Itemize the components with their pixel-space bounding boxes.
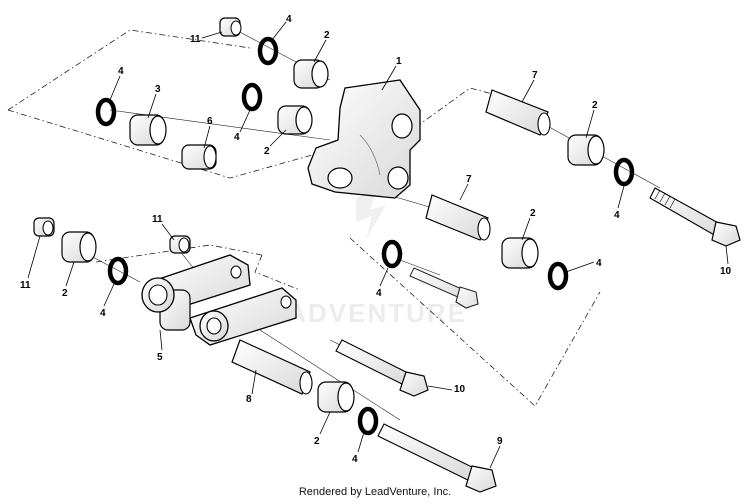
bushing-part-2-top: [293, 59, 329, 89]
sleeve-part-7-lower: [425, 194, 491, 241]
pivot-bracket-part-1: [307, 79, 421, 199]
callout-4: 4: [376, 288, 382, 299]
callout-labels: 11 4 2 1 4 3 4 6 2 7 2 4 10 7 2 4 4 11 1…: [20, 14, 732, 465]
callout-4: 4: [118, 66, 124, 77]
nut-part-11-upper: [219, 17, 242, 37]
sleeve-part-8: [231, 339, 313, 395]
nut-part-11-lower-center: [169, 235, 191, 254]
callout-10: 10: [720, 266, 732, 277]
nut-part-11-lower-left: [33, 217, 55, 237]
callout-3: 3: [155, 84, 161, 95]
callout-7: 7: [466, 174, 472, 185]
callout-2: 2: [314, 436, 320, 447]
bushing-part-2-right: [567, 134, 605, 166]
callout-2: 2: [592, 100, 598, 111]
callout-10: 10: [454, 384, 466, 395]
link-assembly-part-5: [141, 254, 297, 346]
snap-ring-part-4-lower-center: [357, 406, 379, 436]
callout-leaders: [27, 21, 729, 469]
snap-ring-part-4-right: [613, 157, 635, 187]
callout-7: 7: [532, 70, 538, 81]
callout-5: 5: [157, 352, 163, 363]
callout-1: 1: [396, 56, 402, 67]
callout-9: 9: [497, 436, 503, 447]
snap-ring-part-4-mid: [381, 239, 403, 269]
callout-4: 4: [352, 454, 358, 465]
bushing-part-2-lower-center: [317, 381, 355, 413]
bolt-part-10-lower: [335, 339, 429, 397]
callout-11: 11: [152, 214, 163, 225]
bolt-part-9: [377, 423, 497, 493]
snap-ring-part-4-center: [241, 82, 263, 112]
bushing-part-2-center: [277, 105, 313, 135]
callout-4: 4: [614, 210, 620, 221]
callout-11: 11: [20, 280, 31, 291]
callout-4: 4: [596, 258, 602, 269]
callout-11: 11: [190, 34, 201, 45]
snap-ring-part-4-top: [257, 36, 279, 66]
bolt-part-10-upper: [649, 187, 741, 247]
callout-2: 2: [264, 146, 270, 157]
callout-8: 8: [246, 394, 252, 405]
rendered-by-footer: Rendered by LeadVenture, Inc.: [298, 486, 452, 498]
callout-2: 2: [530, 208, 536, 219]
bolt-short-mid: [409, 267, 479, 309]
callout-2: 2: [62, 288, 68, 299]
assembly-outline: [7, 29, 601, 407]
callout-6: 6: [207, 116, 213, 127]
snap-ring-part-4-left: [95, 97, 117, 127]
callout-2: 2: [324, 30, 330, 41]
snap-ring-part-4-lower-left: [107, 256, 129, 286]
callout-4: 4: [234, 132, 240, 143]
bushing-part-3: [129, 114, 167, 146]
callout-4: 4: [286, 14, 292, 25]
bushing-part-2-lower-left: [61, 231, 97, 263]
sleeve-part-7-upper: [485, 89, 551, 136]
spacer-part-6: [181, 144, 217, 170]
bushing-part-2-lower-right: [501, 237, 539, 269]
callout-4: 4: [100, 308, 106, 319]
snap-ring-part-4-lower-right: [547, 261, 569, 291]
